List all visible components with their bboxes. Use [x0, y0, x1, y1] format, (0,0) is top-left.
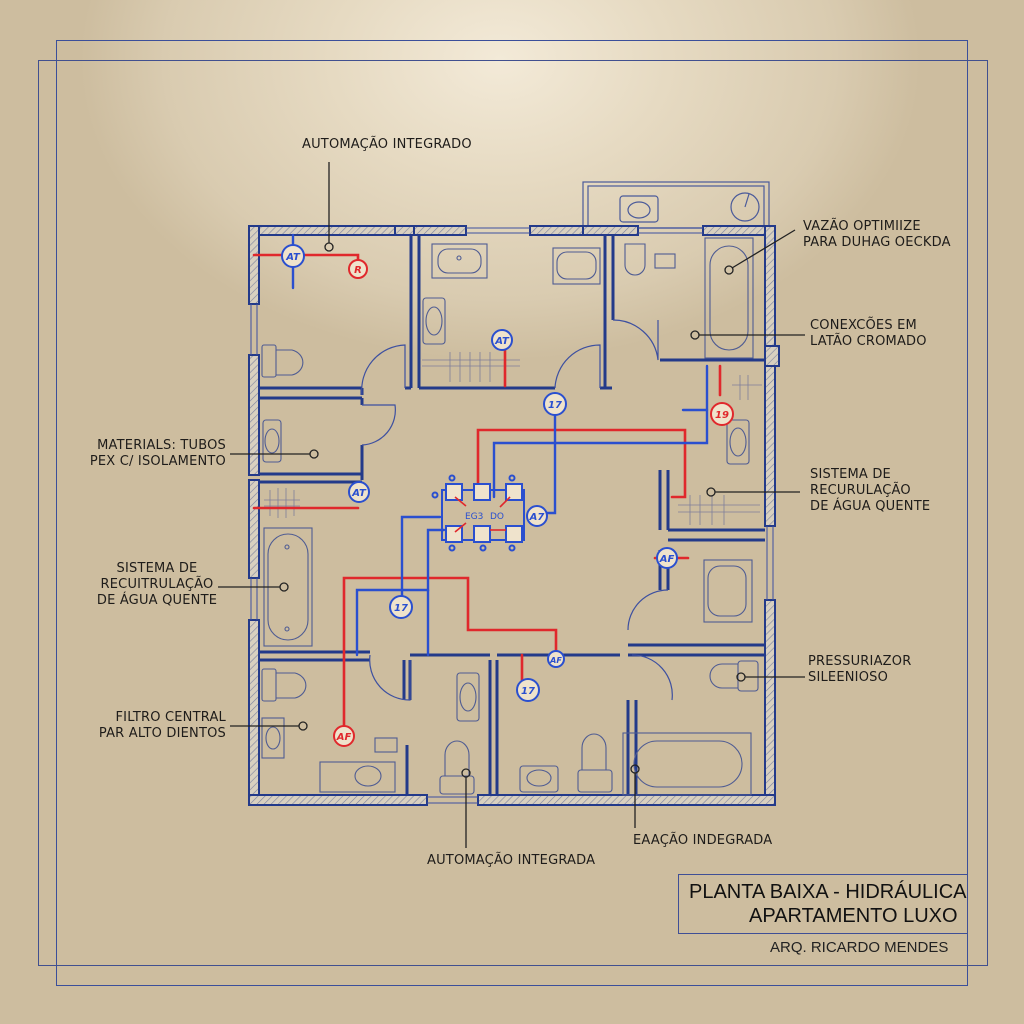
- note-line: CONEXCÕES EM: [810, 318, 917, 333]
- note-line: FILTRO CENTRAL: [115, 710, 226, 725]
- doors: [361, 319, 673, 701]
- note-line: PRESSURIAZOR: [808, 654, 912, 669]
- manifold-label-2: DO: [490, 512, 504, 522]
- note-automacao-top: AUTOMAÇÃO INTEGRADO: [302, 137, 472, 152]
- note-line: SISTEMA DE: [116, 561, 198, 576]
- note-recirculacao-right: SISTEMA DE RECURULAÇÃO DE ÁGUA QUENTE: [810, 467, 930, 515]
- note-line: SISTEMA DE: [810, 467, 891, 482]
- note-pressurizador: PRESSURIAZOR SILEENIOSO: [808, 654, 911, 686]
- fixtures: [261, 237, 762, 796]
- valve-tag-labels: AT R AT 17 19 AT A7 AF 17 AF 17 AF: [285, 252, 729, 743]
- valve-tag: AT: [351, 488, 367, 499]
- architect-name: ARQ. RICARDO MENDES: [770, 939, 949, 956]
- note-eaacao: EAAÇÃO INDEGRADA: [633, 833, 773, 848]
- note-line: MATERIALS: TUBOS: [97, 438, 226, 453]
- balcony: [582, 181, 770, 229]
- drawing-frame-outer: [56, 40, 968, 986]
- valve-tag: 17: [548, 400, 562, 411]
- central-manifold: [431, 474, 525, 552]
- note-line: PARA DUHAG OECKDA: [803, 235, 951, 250]
- note-line: DE ÁGUA QUENTE: [810, 499, 931, 514]
- note-vazao: VAZÃO OPTIMIIZE PARA DUHAG OECKDA: [803, 219, 951, 251]
- note-automacao-bottom: AUTOMAÇÃO INTEGRADA: [427, 853, 596, 868]
- note-materials: MATERIALS: TUBOS PEX C/ ISOLAMENTO: [90, 438, 226, 470]
- leader-lines: [218, 162, 805, 848]
- note-line: VAZÃO OPTIMIIZE: [803, 219, 921, 234]
- title-line-2: APARTAMENTO LUXO: [749, 905, 958, 927]
- valve-tag: AF: [549, 656, 562, 665]
- note-line: RECURULAÇÃO: [810, 483, 911, 498]
- note-line: LATÃO CROMADO: [810, 334, 927, 349]
- note-conexoes: CONEXCÕES EM LATÃO CROMADO: [810, 318, 927, 350]
- note-line: PAR ALTO DIENTOS: [98, 726, 226, 741]
- cold-water-pipes: [291, 233, 709, 657]
- valve-tag: AF: [336, 732, 352, 743]
- valve-tag: A7: [529, 512, 545, 523]
- valve-tag: 17: [521, 686, 535, 697]
- note-line: DE ÁGUA QUENTE: [96, 593, 218, 608]
- note-line: RECUITRULAÇÃO: [100, 577, 214, 592]
- note-line: SILEENIOSO: [808, 670, 889, 685]
- valve-tag: AT: [494, 336, 510, 347]
- valve-tag: AF: [659, 554, 675, 565]
- valve-tag: 19: [715, 410, 729, 421]
- note-line: PEX C/ ISOLAMENTO: [89, 454, 226, 469]
- note-recirculacao-left: SISTEMA DE RECUITRULAÇÃO DE ÁGUA QUENTE: [92, 561, 222, 609]
- valve-tags: [281, 244, 734, 747]
- valve-tag: AT: [285, 252, 301, 263]
- interior-walls: [259, 235, 765, 795]
- manifold-label-1: EG3: [465, 512, 483, 522]
- title-line-1: PLANTA BAIXA - HIDRÁULICA: [689, 881, 967, 903]
- title-block: PLANTA BAIXA - HIDRÁULICA APARTAMENTO LU…: [678, 874, 968, 934]
- drawing-frame-inner: [38, 60, 988, 966]
- valve-tag: R: [354, 265, 362, 276]
- walls: [248, 225, 780, 806]
- valve-tag: 17: [394, 603, 408, 614]
- note-filtro: FILTRO CENTRAL PAR ALTO DIENTOS: [99, 710, 226, 742]
